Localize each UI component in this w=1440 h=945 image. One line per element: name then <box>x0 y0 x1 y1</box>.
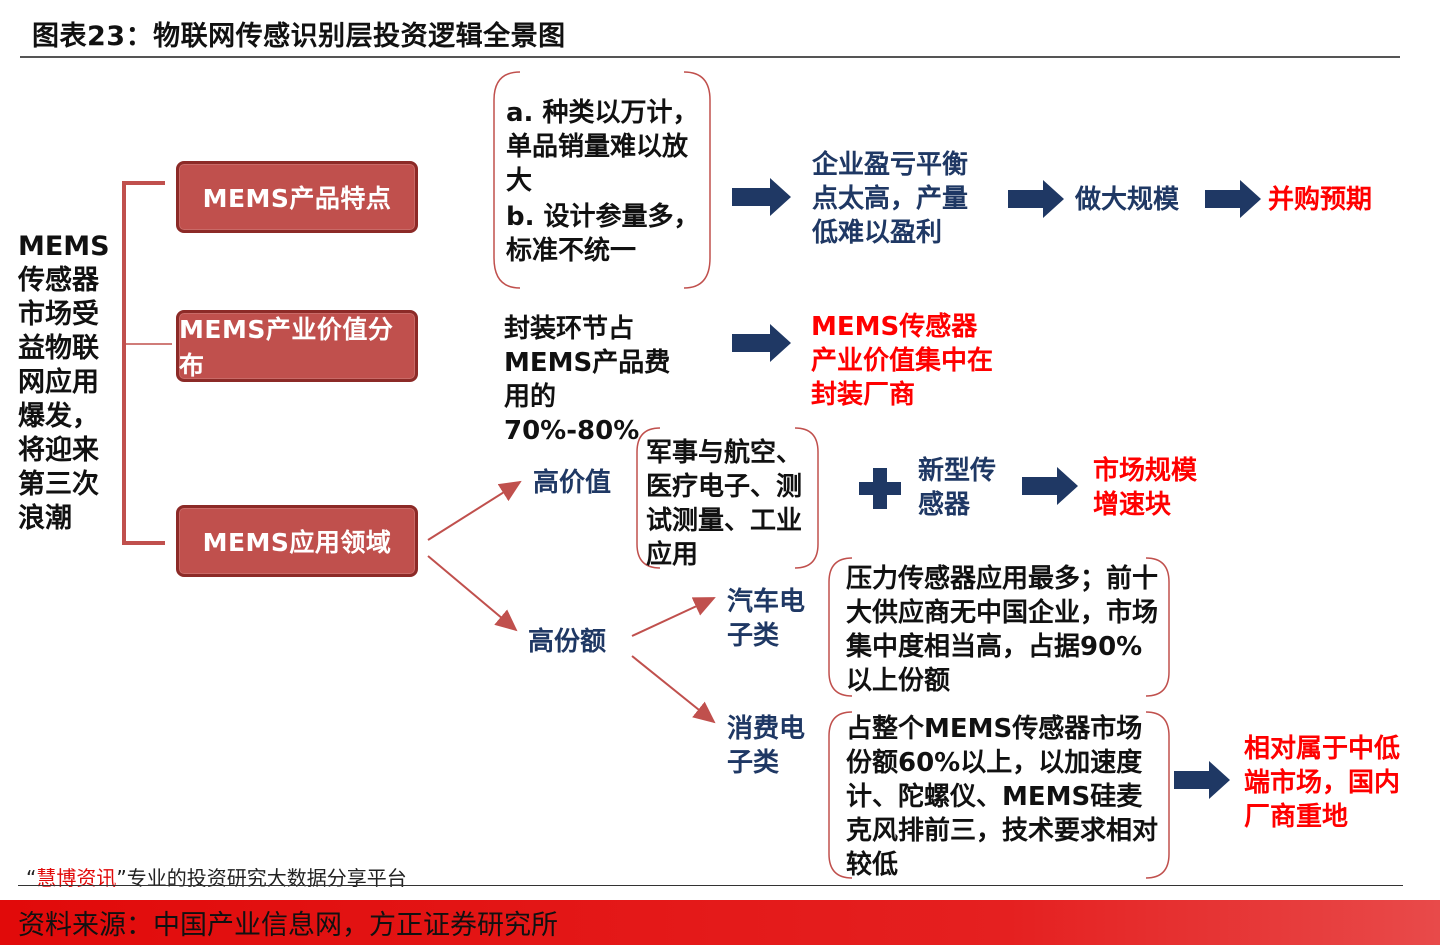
block-arrow-row1-c <box>1205 180 1261 218</box>
high-value-box: 军事与航空、医疗电子、测试测量、工业应用 <box>646 438 803 570</box>
left-bracket <box>122 181 165 545</box>
promo-brand-link[interactable]: 慧博资讯 <box>36 866 117 890</box>
node-product-features: MEMS产品特点 <box>176 161 418 233</box>
page-title: 图表23：物联网传感识别层投资逻辑全景图 <box>32 21 566 52</box>
promo-suffix: ”专业的投资研究大数据分享平台 <box>116 866 407 890</box>
row4-result: 相对属于中低端市场，国内厂商重地 <box>1244 734 1401 832</box>
bottom-divider <box>18 885 1403 886</box>
consumer-box-left-bracket <box>828 711 853 879</box>
node-value-distribution: MEMS产业价值分布 <box>176 310 418 382</box>
sidebar-label: MEMS传感器市场受益物联网应用爆发，将迎来第三次浪潮 <box>18 231 110 534</box>
row3-result: 市场规模增速块 <box>1093 456 1198 520</box>
high-value-label: 高价值 <box>533 468 612 498</box>
row1-box-left-bracket <box>493 71 521 289</box>
high-share-label: 高份额 <box>528 627 607 657</box>
row1-result: 企业盈亏平衡点太高，产量低难以盈利 <box>812 150 969 248</box>
block-arrow-row1-a <box>732 178 791 216</box>
consumer-box: 占整个MEMS传感器市场份额60%以上，以加速度计、陀螺仪、MEMS硅麦克风排前… <box>846 714 1159 880</box>
row1-box-right-bracket <box>683 71 711 289</box>
auto-box-left-bracket <box>828 557 853 697</box>
arrow-to-consumer <box>631 655 716 724</box>
node-application-fields: MEMS应用领域 <box>176 505 418 577</box>
promo-prefix: “ <box>26 866 37 890</box>
block-arrow-row2 <box>732 324 791 362</box>
row2-result: MEMS传感器产业价值集中在封装厂商 <box>811 312 994 410</box>
auto-box: 压力传感器应用最多；前十大供应商无中国企业，市场集中度相当高，占据90%以上份额 <box>846 564 1159 696</box>
row1-box-b: b. 设计参量多，标准不统一 <box>506 202 700 266</box>
arrow-to-high-value <box>427 480 522 541</box>
block-arrow-row3 <box>1022 467 1078 505</box>
row1-box-a: a. 种类以万计，单品销量难以放大 <box>506 98 699 196</box>
row3-box-left-bracket <box>636 427 661 569</box>
promo-line: “慧博资讯”专业的投资研究大数据分享平台 <box>26 862 407 891</box>
row1-final: 并购预期 <box>1268 185 1373 215</box>
consumer-box-right-bracket <box>1145 711 1170 879</box>
row1-step: 做大规模 <box>1075 185 1180 215</box>
row2-text: 封装环节占MEMS产品费用的70%-80% <box>504 314 671 446</box>
row3-box-right-bracket <box>794 427 819 569</box>
block-arrow-row1-b <box>1008 180 1064 218</box>
title-divider <box>20 56 1400 58</box>
consumer-label: 消费电子类 <box>727 714 806 778</box>
arrow-to-auto <box>631 597 716 637</box>
new-sensor-label: 新型传感器 <box>918 456 997 520</box>
source-note: 资料来源：中国产业信息网，方正证券研究所 <box>18 910 558 941</box>
plus-icon-v <box>873 468 887 509</box>
node-value-distribution-label: MEMS产业价值分布 <box>179 315 394 380</box>
auto-label: 汽车电子类 <box>727 587 806 651</box>
node-application-fields-label: MEMS应用领域 <box>202 528 392 557</box>
node-product-features-label: MEMS产品特点 <box>202 184 392 213</box>
auto-box-right-bracket <box>1145 557 1170 697</box>
block-arrow-row4 <box>1174 761 1230 799</box>
arrow-to-high-share <box>427 555 518 632</box>
footer-band <box>0 900 1440 945</box>
